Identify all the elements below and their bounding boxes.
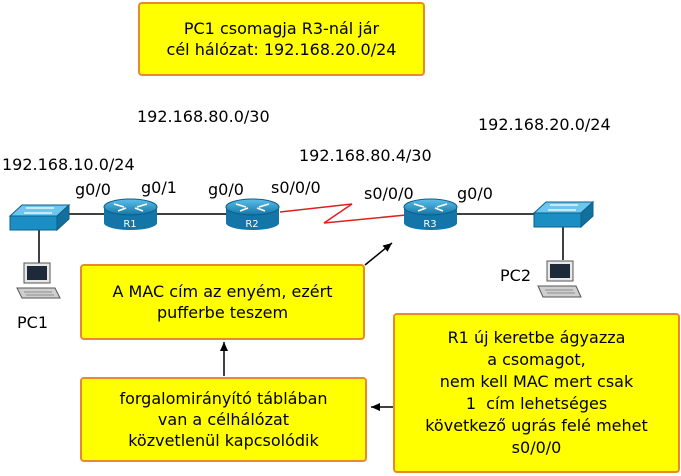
switch-icon xyxy=(532,200,595,229)
router-icon xyxy=(403,198,458,230)
router-label-r1: R1 xyxy=(123,219,136,230)
note-route-box: forgalomirányító táblában van a célhálóz… xyxy=(80,377,367,462)
note-frame-line-5: következő ugrás felé mehet xyxy=(425,416,648,435)
note-mac-box: A MAC cím az enyém, ezért pufferbe tesze… xyxy=(80,264,365,340)
network-label-lan1: 192.168.10.0/24 xyxy=(2,155,135,174)
note-frame-box: R1 új keretbe ágyazza a csomagot, nem ke… xyxy=(393,313,680,473)
interface-label-r3-left: s0/0/0 xyxy=(364,184,414,203)
note-frame-line-1: R1 új keretbe ágyazza xyxy=(447,328,626,347)
title-line-1: PC1 csomagja R3-nál jár xyxy=(183,19,380,38)
note-mac-line-2: pufferbe teszem xyxy=(156,303,289,322)
pc-label-pc1: PC1 xyxy=(17,313,48,332)
interface-label-r1-right: g0/1 xyxy=(141,178,177,197)
note-frame-line-2: a csomagot, xyxy=(487,350,586,369)
note-route-line-3: közvetlenül kapcsolódik xyxy=(128,431,319,450)
title-box: PC1 csomagja R3-nál jár cél hálózat: 192… xyxy=(138,2,425,76)
note-frame-line-3: nem kell MAC mert csak xyxy=(439,372,634,391)
network-label-link23: 192.168.80.4/30 xyxy=(299,146,432,165)
note-frame-line-6: s0/0/0 xyxy=(511,438,562,457)
note-mac-line-1: A MAC cím az enyém, ezért xyxy=(112,282,333,301)
router-icon xyxy=(103,198,158,230)
interface-label-r2-right: s0/0/0 xyxy=(271,178,321,197)
note-route-line-2: van a célhálózat xyxy=(157,410,290,429)
network-label-lan2: 192.168.20.0/24 xyxy=(478,115,611,134)
computer-icon xyxy=(16,262,61,299)
note-frame-line-4: 1 cím lehetséges xyxy=(465,394,608,413)
network-label-link12: 192.168.80.0/30 xyxy=(137,107,270,126)
note-route-line-1: forgalomirányító táblában xyxy=(119,389,328,408)
title-line-2: cél hálózat: 192.168.20.0/24 xyxy=(166,40,397,59)
router-label-r2: R2 xyxy=(245,219,258,230)
serial-link-r2-r3 xyxy=(279,203,407,224)
pc-label-pc2: PC2 xyxy=(500,266,531,285)
computer-icon xyxy=(537,260,582,298)
arrow-mac-to-r3 xyxy=(364,242,393,266)
switch-icon xyxy=(8,203,71,232)
router-label-r3: R3 xyxy=(423,219,436,230)
router-icon xyxy=(225,198,280,230)
interface-label-r3-right: g0/0 xyxy=(457,184,493,203)
interface-label-r2-left: g0/0 xyxy=(208,180,244,199)
interface-label-r1-left: g0/0 xyxy=(75,180,111,199)
